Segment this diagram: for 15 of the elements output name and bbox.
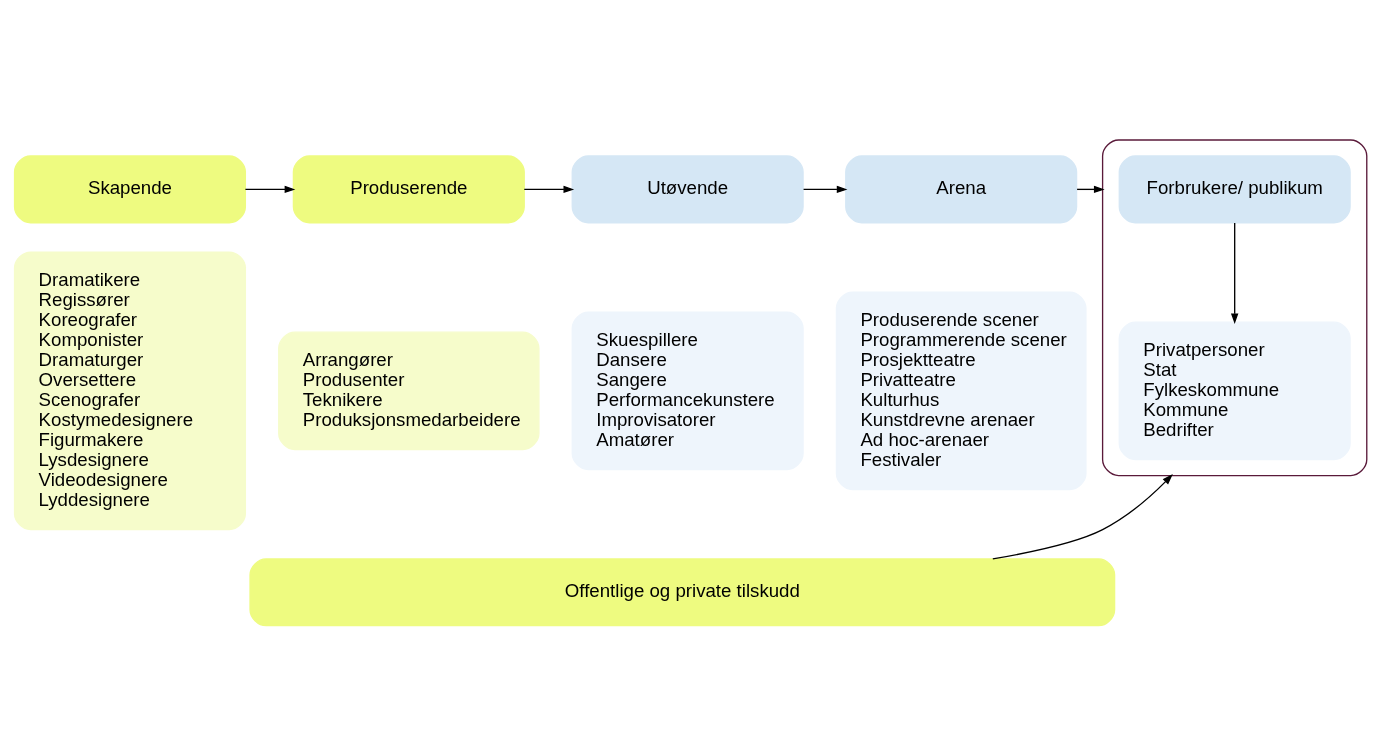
cluster — [1101, 138, 1368, 476]
node-box: Dramatikere Regissører Koreografer Komponister Dramaturger Oversettere Scenografer Kostymedesignere Figurmakere Lysdesignere Videodesignere Lyddesignere — [13, 250, 247, 530]
arrow — [244, 185, 296, 193]
arrow — [992, 473, 1173, 560]
node-box: Privatpersoner Stat Fylkeskommune Kommune Bedrifter — [1118, 320, 1351, 460]
arrow — [523, 185, 575, 193]
node-box: Arena — [845, 154, 1078, 223]
node-box: Skapende — [13, 154, 247, 223]
node-box: Arrangører Produsenter Teknikere Produksjonsmedarbeidere — [278, 330, 540, 450]
node-box: Forbrukere/ publikum — [1118, 154, 1351, 223]
node-box: Offentlige og private tilskudd — [249, 557, 1116, 626]
arrow — [802, 185, 848, 193]
node-box: Utøvende — [571, 154, 804, 223]
node-box: Produserende — [292, 154, 525, 223]
arrow — [1230, 221, 1239, 324]
